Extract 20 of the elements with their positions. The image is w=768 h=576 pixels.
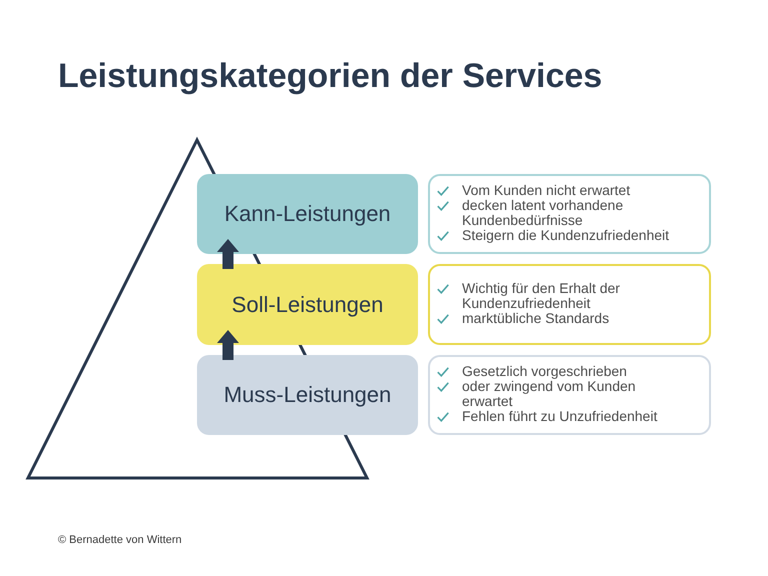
arrow xyxy=(217,330,239,360)
list-item-text: Gesetzlich vorgeschrieben xyxy=(462,364,628,378)
arrow xyxy=(217,239,239,269)
list-item-text: marktübliche Standards xyxy=(462,310,610,326)
title: Leistungskategorien der Services xyxy=(58,59,602,93)
list-item-text: Fehlen führt zu Unzufriedenheit xyxy=(462,408,658,424)
category-box xyxy=(197,355,418,435)
category-label: Muss-Leistungen xyxy=(224,381,392,409)
copyright-note: © Bernadette von Wittern xyxy=(58,535,182,546)
list-item-text: Vom Kunden nicht erwartet xyxy=(462,182,632,198)
list-item-text: oder zwingend vom Kunden erwartet xyxy=(462,378,637,408)
list-item-text: decken latent vorhandene Kundenbedürfnisse xyxy=(462,198,624,228)
description-box xyxy=(428,264,711,345)
category-box xyxy=(197,174,418,254)
list-item-text: Steigern die Kundenzufriedenheit xyxy=(462,228,670,242)
description-box xyxy=(428,174,711,254)
description-box xyxy=(428,355,711,435)
category-box xyxy=(197,264,418,345)
category-label: Soll-Leistungen xyxy=(232,290,384,318)
category-label: Kann-Leistungen xyxy=(224,200,391,228)
